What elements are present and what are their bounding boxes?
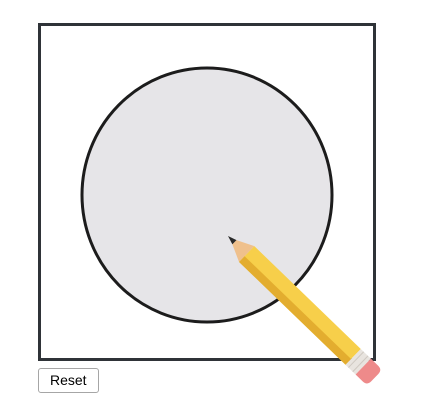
drawing-canvas[interactable] bbox=[38, 23, 376, 361]
reset-button[interactable]: Reset bbox=[38, 368, 99, 393]
